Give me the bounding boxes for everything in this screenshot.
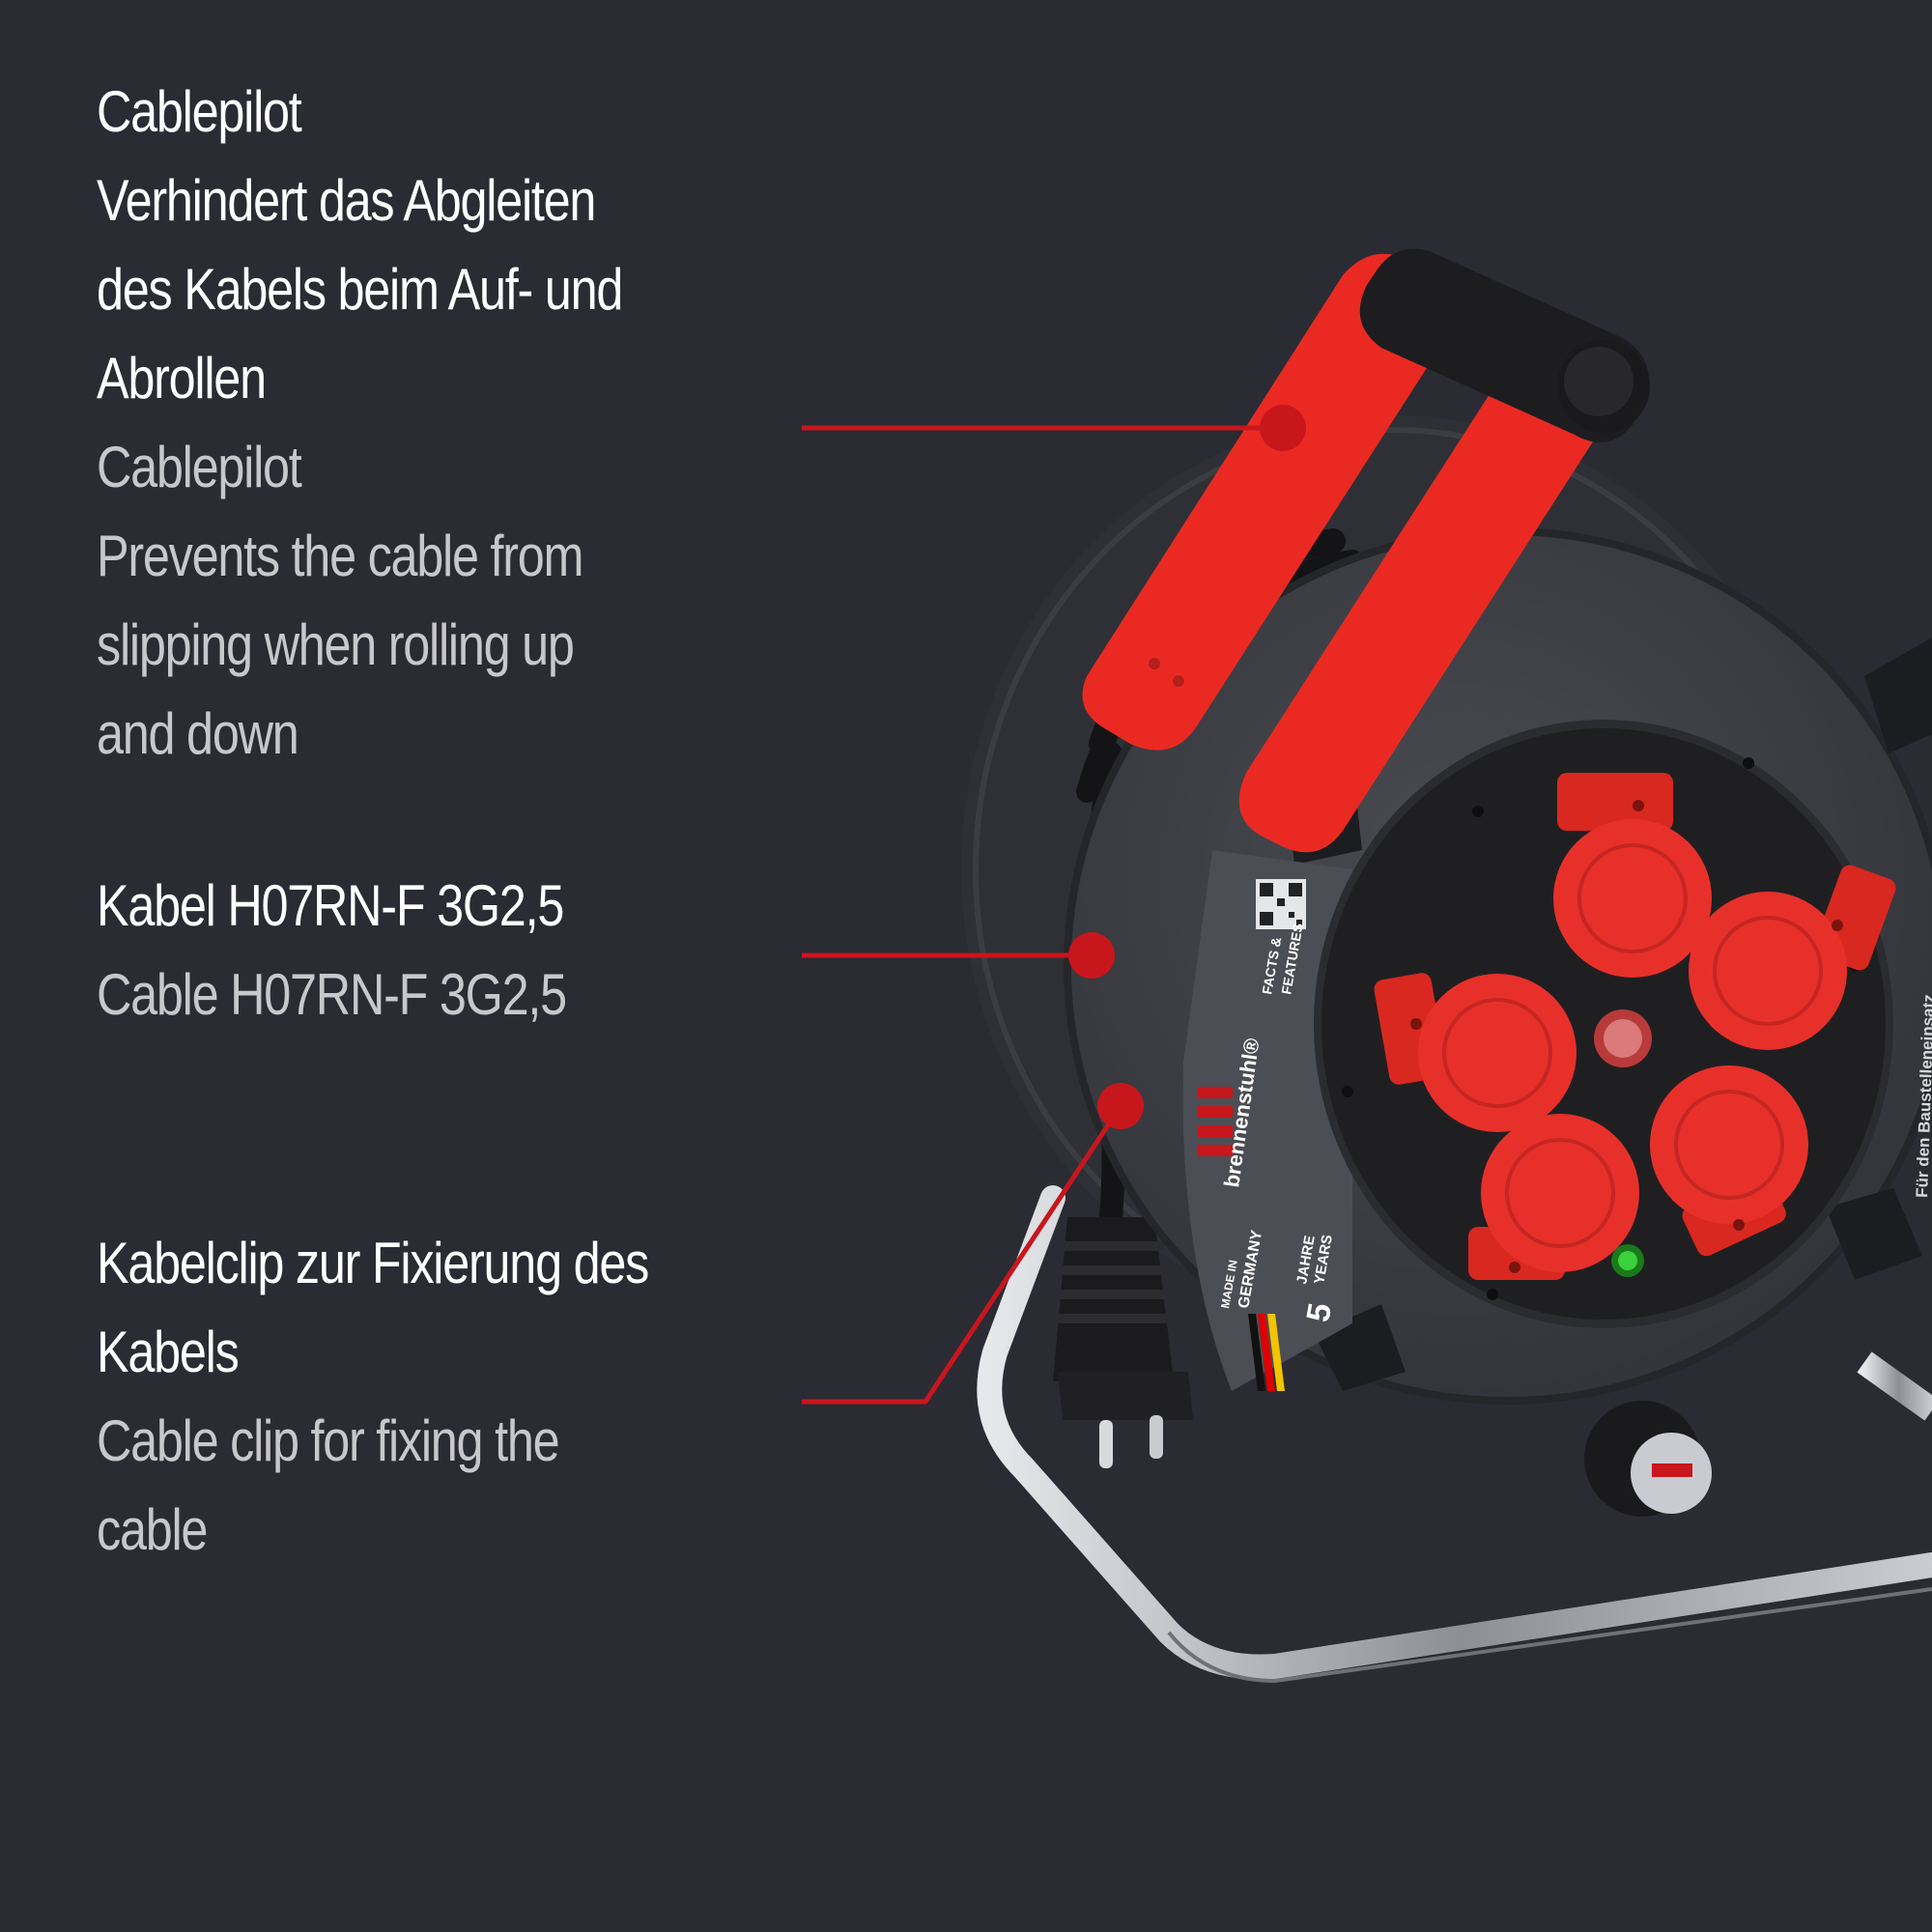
thermal-cutout-button bbox=[1594, 1009, 1652, 1067]
plug-icon bbox=[1053, 1217, 1193, 1468]
feature-cable: Kabel H07RN-F 3G2,5 Cable H07RN-F 3G2,5 bbox=[97, 862, 734, 1039]
socket-bottom-left bbox=[1468, 1114, 1639, 1280]
locking-knob-icon bbox=[1584, 1401, 1712, 1517]
socket-left bbox=[1374, 973, 1577, 1132]
label-panel: FACTS & FEATURES brennenstuhl® MADE IN G… bbox=[1182, 850, 1352, 1391]
qr-code-icon bbox=[1256, 879, 1306, 929]
feature-cablepilot: Cablepilot Verhindert das Abgleiten des … bbox=[97, 68, 734, 779]
feature-cable-clip: Kabelclip zur Fixierung des Kabels Cable… bbox=[97, 1219, 734, 1575]
metal-frame bbox=[977, 1185, 1932, 1684]
power-indicator-icon bbox=[1611, 1244, 1644, 1277]
feature-desc-de-line: Kabels bbox=[97, 1320, 240, 1384]
cablepilot-handle bbox=[1082, 248, 1650, 853]
german-flag-icon bbox=[1248, 1314, 1285, 1391]
feature-desc-en-line: Cable clip for fixing the bbox=[97, 1408, 560, 1473]
feature-desc-en-line: cable bbox=[97, 1497, 208, 1562]
feature-title-en: Cable H07RN-F 3G2,5 bbox=[97, 962, 567, 1027]
feature-desc-de-line: Verhindert das Abgleiten bbox=[97, 168, 596, 233]
callout-cablepilot bbox=[802, 405, 1306, 451]
socket-top bbox=[1553, 773, 1712, 978]
feature-title-en: Cablepilot bbox=[97, 435, 302, 499]
feature-desc-en-line: and down bbox=[97, 701, 299, 766]
callout-cable-clip bbox=[802, 1083, 1144, 1405]
feature-title-de: Cablepilot bbox=[97, 79, 302, 144]
socket-bottom-right bbox=[1650, 1065, 1808, 1257]
feature-desc-en-line: slipping when rolling up bbox=[97, 612, 575, 677]
feature-desc-de-line: des Kabels beim Auf- und bbox=[97, 257, 623, 322]
feature-title-de: Kabel H07RN-F 3G2,5 bbox=[97, 873, 564, 938]
socket-right bbox=[1689, 865, 1896, 1050]
feature-desc-de-line: Abrollen bbox=[97, 346, 267, 411]
feature-desc-en-line: Prevents the cable from bbox=[97, 524, 584, 588]
feature-desc-de-line: Kabelclip zur Fixierung des bbox=[97, 1231, 649, 1295]
side-text: Für den Baustelleneinsatz bbox=[1913, 994, 1932, 1198]
callout-cable bbox=[802, 932, 1115, 979]
